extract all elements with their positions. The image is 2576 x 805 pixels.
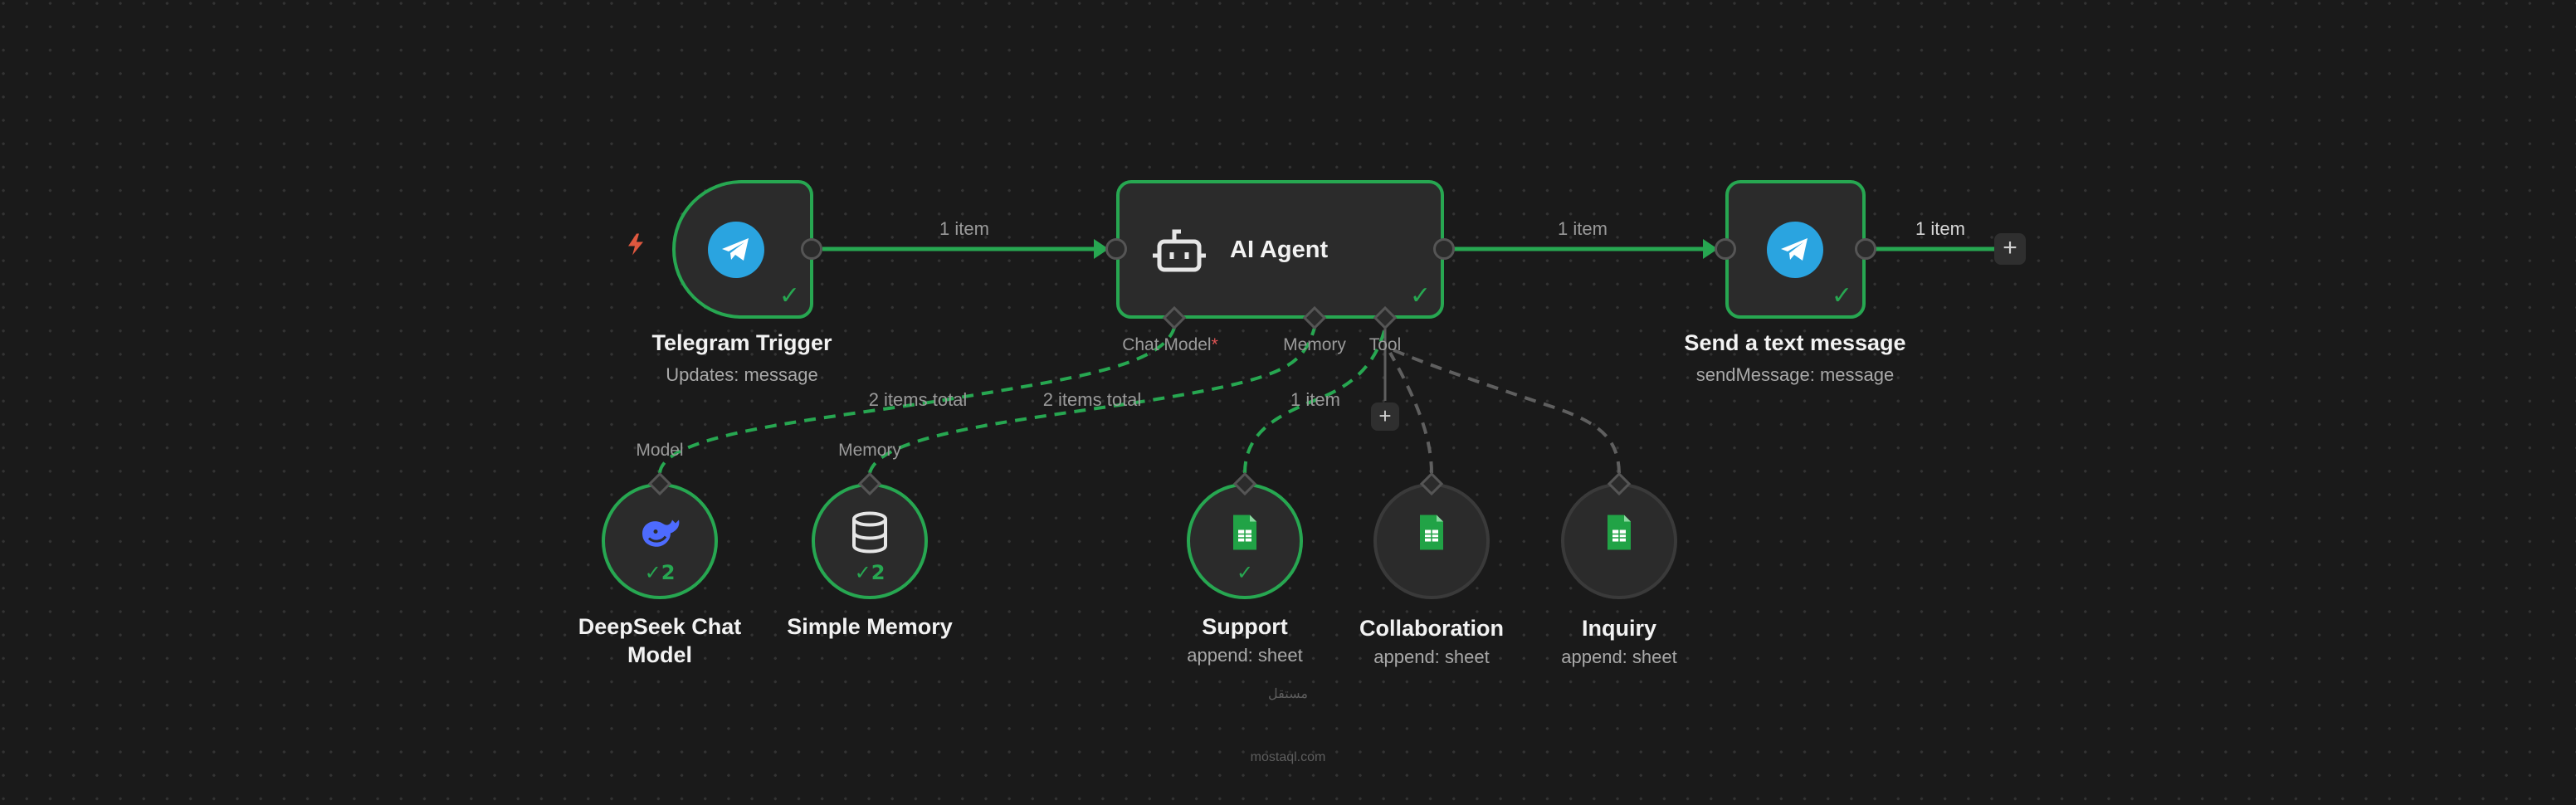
node-subtitle: append: sheet (1373, 646, 1490, 667)
node-title: Telegram Trigger (651, 330, 832, 355)
node-simple-memory[interactable]: ✓2 (812, 483, 928, 599)
add-tool-button[interactable]: + (1371, 402, 1399, 431)
node-telegram-trigger[interactable]: ✓ (672, 180, 813, 319)
success-check-icon: ✓ (1409, 281, 1431, 310)
node-title: Send a text message (1684, 330, 1906, 355)
node-inquiry[interactable] (1561, 483, 1677, 599)
port-label-memory: Memory (838, 441, 901, 460)
node-subtitle: sendMessage: message (1695, 364, 1895, 385)
google-sheets-icon (1606, 514, 1632, 556)
google-sheets-icon (1418, 514, 1445, 556)
node-ai-agent[interactable]: AI Agent ✓ (1116, 180, 1444, 319)
deepseek-whale-icon (637, 515, 682, 554)
input-handle[interactable] (1715, 238, 1736, 260)
success-check-icon: ✓ (1236, 561, 1254, 584)
node-subtitle: append: sheet (1187, 645, 1303, 666)
node-support[interactable]: ✓ (1187, 483, 1303, 599)
port-label-memory: Memory (1283, 335, 1346, 354)
edge-memory-to-agent[interactable] (868, 327, 1316, 474)
run-count-badge: ✓2 (644, 561, 676, 584)
node-subtitle: append: sheet (1561, 646, 1677, 667)
output-handle[interactable] (1855, 238, 1876, 260)
edge-label: 1 item (1290, 389, 1340, 410)
run-count-badge: ✓2 (854, 561, 886, 584)
port-label-model: Model (636, 441, 684, 460)
node-title: Inquiry (1581, 616, 1657, 641)
lightning-bolt-icon (625, 232, 646, 263)
edge-agent-to-send[interactable] (1453, 239, 1718, 259)
edge-collaboration-to-agent[interactable] (1388, 352, 1433, 474)
output-handle[interactable] (801, 238, 822, 260)
telegram-icon (1767, 222, 1823, 278)
edge-label: 1 item (1558, 218, 1608, 239)
edge-support-to-agent[interactable] (1243, 327, 1387, 474)
success-check-icon: ✓ (778, 281, 800, 310)
node-collaboration[interactable] (1373, 483, 1490, 599)
input-handle[interactable] (1105, 238, 1127, 260)
telegram-icon (708, 222, 764, 278)
edge-label: 1 item (1915, 218, 1965, 239)
node-subtitle: Updates: message (666, 364, 818, 385)
watermark-arabic: مستقل (1268, 687, 1308, 701)
node-send-text-message[interactable]: ✓ (1725, 180, 1866, 319)
edge-label: 1 item (939, 218, 989, 239)
edge-model-to-agent[interactable] (658, 327, 1176, 474)
node-title: DeepSeek Chat Model (578, 614, 742, 667)
port-label-chat-model: Chat Model* (1122, 335, 1218, 354)
edge-label: 2 items total (1042, 389, 1142, 410)
output-handle[interactable] (1433, 238, 1455, 260)
edge-inquiry-to-agent[interactable] (1389, 347, 1621, 474)
node-title: AI Agent (1230, 237, 1329, 263)
required-marker: * (1211, 335, 1218, 354)
robot-icon (1151, 227, 1208, 277)
success-check-icon: ✓ (1831, 281, 1852, 310)
add-node-button[interactable]: + (1994, 233, 2026, 265)
google-sheets-icon (1232, 514, 1258, 556)
port-label-tool: Tool (1368, 335, 1402, 354)
node-title: Simple Memory (787, 614, 953, 639)
edge-trigger-to-agent[interactable] (822, 239, 1109, 259)
edge-label: 2 items total (868, 389, 968, 410)
database-icon (851, 511, 889, 558)
watermark-url: mostaql.com (1250, 750, 1326, 764)
node-title: Support (1202, 614, 1288, 639)
node-deepseek-chat-model[interactable]: ✓2 (602, 483, 718, 599)
node-title: Collaboration (1359, 616, 1504, 641)
